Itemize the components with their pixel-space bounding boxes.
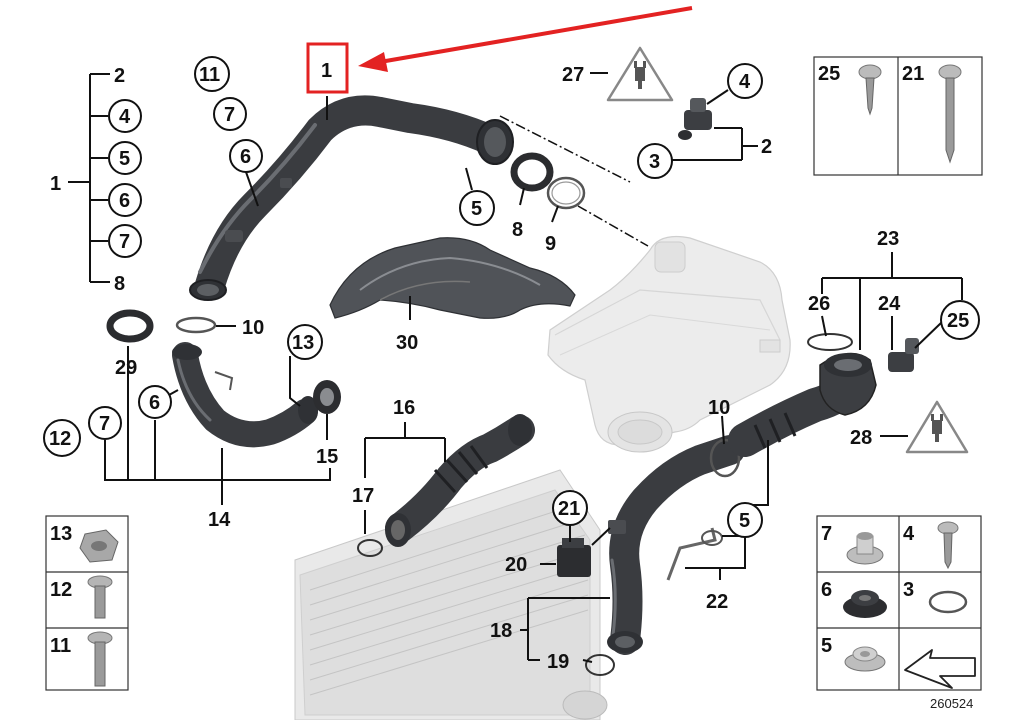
resonator-part-23: [728, 352, 877, 457]
leader-lines: [68, 72, 963, 663]
callout-6: 6: [119, 190, 130, 212]
ring-part-26: [807, 333, 853, 351]
callout-7c: 7: [99, 413, 110, 435]
grommet-part-15: [313, 380, 341, 414]
bracket-part-21: [608, 520, 626, 534]
callout-6b: 6: [240, 146, 251, 168]
heat-shield-part-30: [329, 237, 576, 319]
table-label-21: 21: [902, 63, 924, 85]
callout-28: 28: [850, 427, 872, 449]
callout-30: 30: [396, 332, 418, 354]
callout-22: 22: [706, 591, 728, 613]
callout-17: 17: [352, 485, 374, 507]
callout-4: 4: [119, 106, 131, 128]
table-label-13: 13: [50, 523, 72, 545]
callout-10b: 10: [708, 397, 730, 419]
callout-14: 14: [208, 509, 231, 531]
callout-7b: 7: [224, 104, 235, 126]
callout-13: 13: [292, 332, 314, 354]
table-label-25: 25: [818, 63, 840, 85]
fastener-table-top-right: 25 21: [813, 56, 983, 176]
callout-10a: 10: [242, 317, 264, 339]
callout-9: 9: [545, 233, 556, 255]
callout-19: 19: [547, 651, 569, 673]
callout-27: 27: [562, 64, 584, 86]
table-label-12: 12: [50, 579, 72, 601]
fastener-table-bottom-right: 7 4 6 3 5: [816, 515, 982, 691]
callout-16: 16: [393, 397, 415, 419]
ring-part-19: [585, 654, 615, 676]
ring-part-29: [106, 309, 154, 343]
callout-6c: 6: [149, 392, 160, 414]
callout-11: 11: [199, 64, 220, 86]
sensor-part-24: [888, 338, 919, 372]
ring-part-17: [357, 539, 383, 557]
red-arrow-icon: [358, 6, 693, 72]
triangle-icon-part-28: [905, 400, 969, 454]
diagram-number: 260524: [930, 696, 973, 711]
callout-15: 15: [316, 446, 338, 468]
callout-24: 24: [878, 293, 901, 315]
intercooler: [294, 469, 608, 720]
relay-part-20: [557, 538, 591, 577]
ring-part-8: [510, 152, 554, 192]
direction-arrow-icon: [904, 649, 976, 689]
hose-part-14: [172, 342, 318, 448]
table-label-6: 6: [821, 579, 832, 601]
callout-26: 26: [808, 293, 830, 315]
air-filter-housing: [547, 235, 791, 453]
callout-7: 7: [119, 231, 130, 253]
grommet-part-5: [701, 530, 723, 546]
sensor-part-4: [678, 98, 712, 140]
callout-20: 20: [505, 554, 527, 576]
callout-5c: 5: [739, 510, 750, 532]
clamp-part-10-right: [709, 438, 741, 478]
callout-29: 29: [115, 357, 137, 379]
highlight-box: [306, 42, 349, 94]
callout-8: 8: [114, 273, 125, 295]
clamp-part-10-left: [175, 316, 217, 334]
bracket-part-22: [666, 527, 717, 581]
table-label-7: 7: [821, 523, 832, 545]
callouts: 1 2 4 5 6 7 8 11 7 6 1 5 8 9 27 4 3 2 29…: [43, 42, 980, 673]
table-label-5: 5: [821, 635, 832, 657]
callout-18: 18: [490, 620, 512, 642]
callout-25: 25: [947, 310, 969, 332]
callout-4b: 4: [739, 71, 751, 93]
table-label-11: 11: [50, 635, 71, 657]
hose-part-18: [607, 435, 745, 655]
callout-8b: 8: [512, 219, 523, 241]
fastener-table-left: 13 12 11: [45, 515, 129, 691]
callout-1-main: 1: [321, 60, 332, 82]
callout-2: 2: [114, 65, 125, 87]
intake-duct-part-1: [189, 95, 514, 301]
bellows-part-16: [385, 414, 535, 547]
table-label-3: 3: [903, 579, 914, 601]
callout-5: 5: [119, 148, 130, 170]
callout-1: 1: [50, 173, 61, 195]
clamp-part-9: [546, 176, 586, 210]
table-label-4: 4: [903, 523, 915, 545]
triangle-icon-part-27: [606, 46, 674, 102]
callout-23: 23: [877, 228, 899, 250]
callout-12: 12: [49, 428, 71, 450]
callout-3: 3: [649, 151, 660, 173]
callout-21: 21: [558, 498, 580, 520]
callout-2b: 2: [761, 136, 772, 158]
callout-5b: 5: [471, 198, 482, 220]
